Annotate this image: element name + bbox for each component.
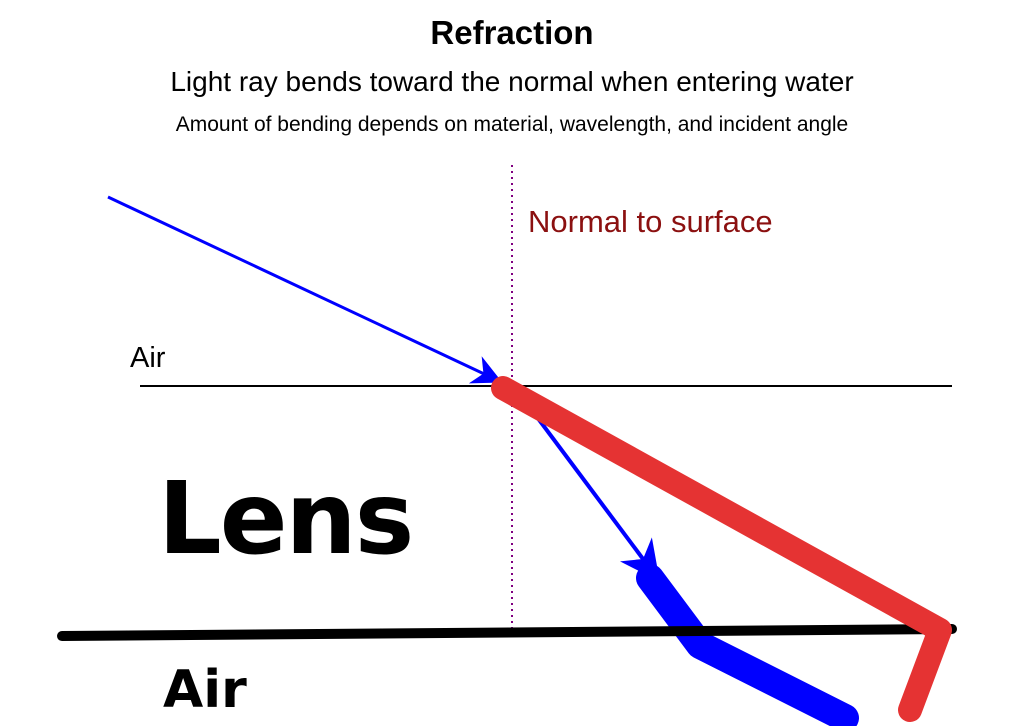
refracted-ray: [526, 403, 660, 582]
diagram-note: Amount of bending depends on material, w…: [175, 113, 849, 136]
drawn-blue-ray: [636, 564, 859, 726]
drawn-red-ray: [491, 376, 952, 722]
diagram-title: Refraction: [430, 14, 594, 51]
air-bottom-label: Air: [163, 660, 247, 720]
incident-ray: [107, 195, 503, 384]
air-top-label: Air: [130, 342, 166, 374]
lens-label: Lens: [158, 460, 414, 577]
diagram-subtitle: Light ray bends toward the normal when e…: [170, 66, 854, 97]
normal-label: Normal to surface: [528, 204, 773, 239]
lens-bottom-line: [57, 624, 957, 641]
